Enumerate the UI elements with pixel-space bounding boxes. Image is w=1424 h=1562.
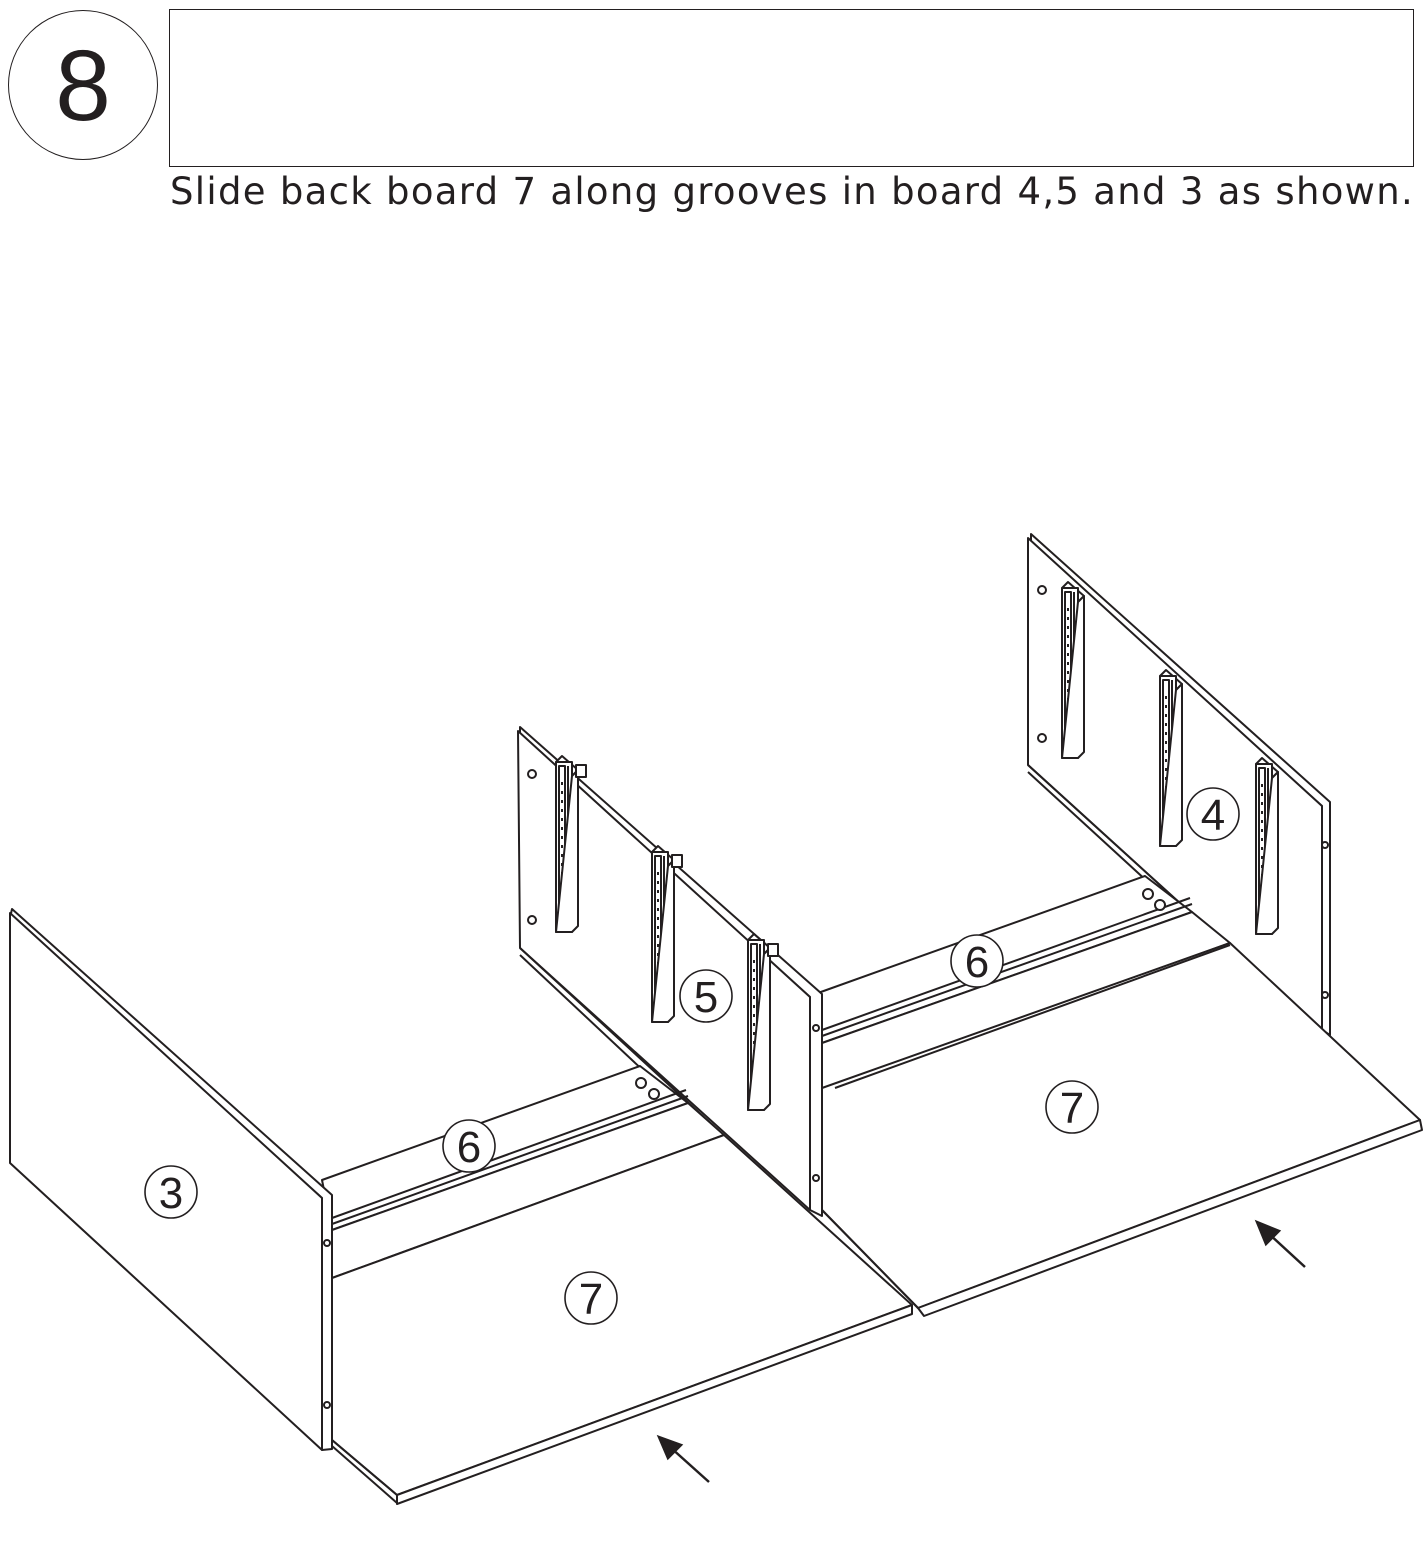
part-label-3: 3 bbox=[159, 1169, 183, 1218]
drawer-slide bbox=[747, 933, 771, 1111]
slide-direction-arrow-left bbox=[656, 1434, 710, 1483]
board-7-left-back-board bbox=[331, 1134, 913, 1505]
drawer-slide bbox=[1159, 669, 1183, 847]
board-7-right-back-board bbox=[821, 942, 1423, 1317]
part-label-5: 5 bbox=[694, 973, 718, 1022]
cam-fittings bbox=[575, 764, 779, 957]
board-6-right-rail bbox=[817, 875, 1231, 1089]
slide-direction-arrow-right bbox=[1254, 1219, 1306, 1268]
drawer-slide bbox=[555, 755, 579, 933]
part-label-4: 4 bbox=[1201, 791, 1225, 840]
drawer-slide bbox=[1061, 581, 1085, 759]
callout-circle bbox=[442, 1119, 496, 1173]
part-label-7-right: 7 bbox=[1060, 1084, 1084, 1133]
callout-circle bbox=[950, 934, 1004, 988]
part-label-6-left: 6 bbox=[457, 1123, 481, 1172]
step-instruction: Slide back board 7 along grooves in boar… bbox=[170, 170, 1415, 213]
drawer-slide bbox=[1255, 757, 1279, 935]
step-number: 8 bbox=[55, 30, 111, 142]
step-header-box bbox=[169, 9, 1414, 167]
callout-circle bbox=[679, 969, 733, 1023]
callout-circle bbox=[1045, 1080, 1099, 1134]
step-number-badge: 8 bbox=[8, 10, 158, 160]
callout-circle bbox=[564, 1271, 618, 1325]
part-label-7-left: 7 bbox=[579, 1275, 603, 1324]
part-label-6-right: 6 bbox=[965, 938, 989, 987]
callout-circle bbox=[144, 1165, 198, 1219]
drawer-slide bbox=[651, 845, 675, 1023]
callout-circle bbox=[1186, 787, 1240, 841]
